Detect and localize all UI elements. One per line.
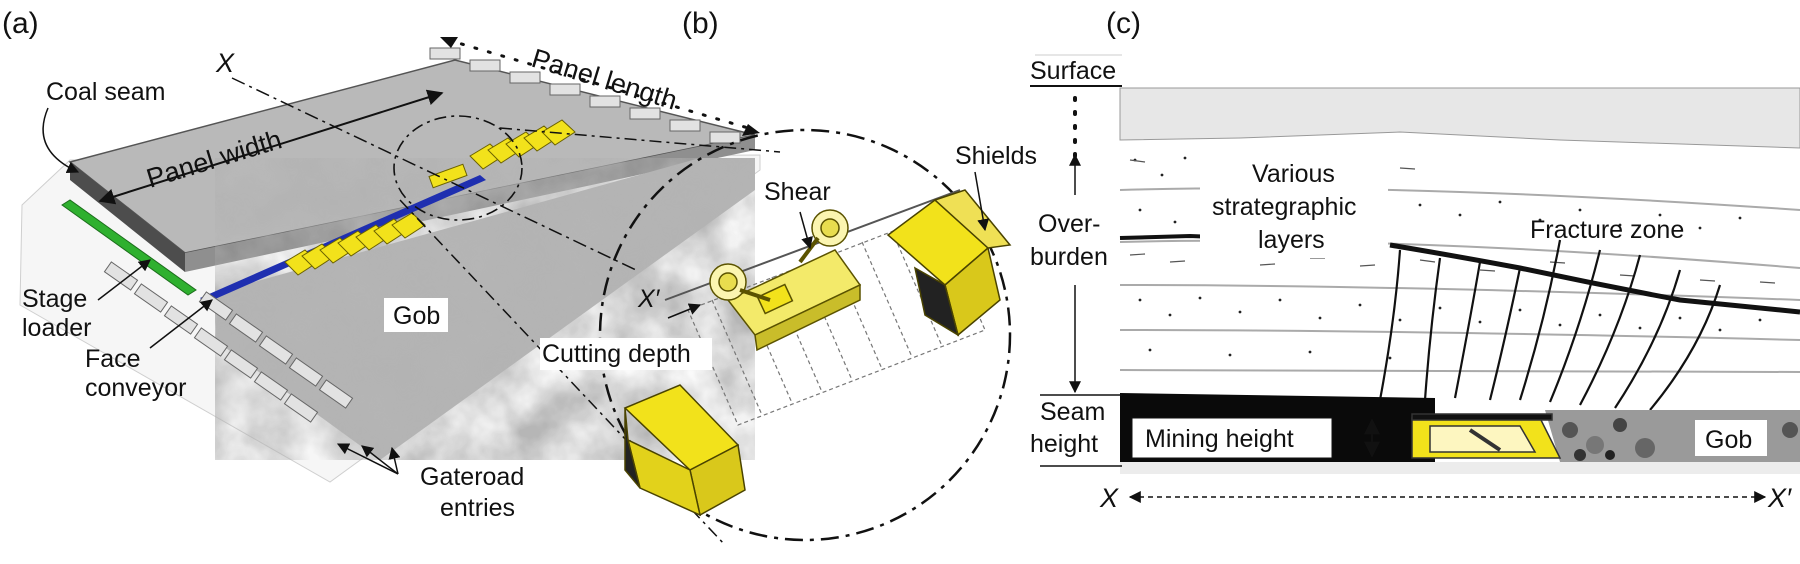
various-label-bg <box>1200 150 1388 258</box>
mining-height-box <box>1131 417 1333 459</box>
various-label-line3: layers <box>1258 226 1325 254</box>
gateroad-pillars <box>103 47 741 423</box>
zoom-line-top <box>499 127 781 153</box>
panel-length-arrowhead-right <box>742 124 760 136</box>
panel-c: (c) Surface Over- burden Various strateg… <box>1030 7 1800 513</box>
gateroad-leader-2 <box>361 445 399 475</box>
cutting-depth-label: Cutting depth <box>542 340 691 368</box>
shear-leader <box>799 211 813 250</box>
overburden-label-line2: burden <box>1030 243 1108 271</box>
detail-circle-a <box>393 115 523 221</box>
shields-label: Shields <box>955 142 1037 170</box>
shearer-machine <box>709 209 862 352</box>
detail-circle-b <box>598 128 1012 542</box>
x-left-label: X <box>1099 483 1119 513</box>
gateroad-label-line1: Gateroad <box>420 463 524 491</box>
panel-length-arrow <box>446 38 757 132</box>
surface-layer <box>1119 87 1800 149</box>
shear-label: Shear <box>764 178 831 206</box>
panel-b-label: (b) <box>682 7 719 40</box>
x-right-label: X′ <box>1767 483 1792 513</box>
various-label-line2: strategraphic <box>1212 193 1357 221</box>
fracture-bed <box>1389 242 1800 315</box>
shield-section-c <box>1411 413 1562 459</box>
coal-seam-front <box>185 135 755 272</box>
panel-a: (a) X X′ Panel length Panel width Coal s… <box>2 7 761 522</box>
seam-height-label-line1: Seam <box>1040 398 1105 426</box>
panel-a-label: (a) <box>2 7 39 40</box>
x-marker-a: X <box>215 48 235 78</box>
gateroad-leader-3 <box>388 446 401 475</box>
face-conveyor-label-line2: conveyor <box>85 374 186 402</box>
x-prime-marker-a: X′ <box>637 285 661 313</box>
stage-loader-leader <box>97 259 151 301</box>
face-conveyor-leader <box>149 299 213 349</box>
coal-seam-leader <box>42 107 80 173</box>
gob-label-a: Gob <box>393 302 440 330</box>
fracture-zone-label: Fracture zone <box>1530 216 1684 244</box>
stage-loader-label-line1: Stage <box>22 285 87 313</box>
cutting-web <box>687 214 986 426</box>
mining-height-label: Mining height <box>1145 425 1294 453</box>
coal-seam-label: Coal seam <box>46 78 166 106</box>
panel-b: (b) Shear Shields Cutting depth <box>399 7 1037 546</box>
cutting-depth-leader <box>667 303 702 319</box>
gateroad-leader-1 <box>336 443 399 475</box>
seam-floor <box>1120 462 1800 474</box>
panel-length-arrowhead-left <box>440 37 458 48</box>
shields-leader <box>974 171 990 232</box>
fracture-lines <box>1378 239 1722 411</box>
gob-label-bg-c <box>1695 420 1767 456</box>
shields-left <box>623 384 746 517</box>
gob-label-bg-a <box>384 298 448 332</box>
various-label-line1: Various <box>1252 160 1335 188</box>
overburden-label-line1: Over- <box>1038 210 1101 238</box>
face-conveyor-strip <box>200 175 486 303</box>
gob-area <box>215 158 755 460</box>
gateroad-label-line2: entries <box>440 494 515 522</box>
panel-width-arrow <box>98 89 444 205</box>
face-conveyor-label-line1: Face <box>85 345 141 373</box>
cutting-depth-label-bg <box>540 338 712 370</box>
panel-c-label: (c) <box>1106 7 1141 40</box>
gob-label-c: Gob <box>1705 426 1752 454</box>
surface-label: Surface <box>1030 57 1116 85</box>
seam-height-label-line2: height <box>1030 430 1098 458</box>
strata-texture <box>1133 156 1762 360</box>
stage-loader-label-line2: loader <box>22 314 92 342</box>
shields-right <box>886 189 1012 337</box>
